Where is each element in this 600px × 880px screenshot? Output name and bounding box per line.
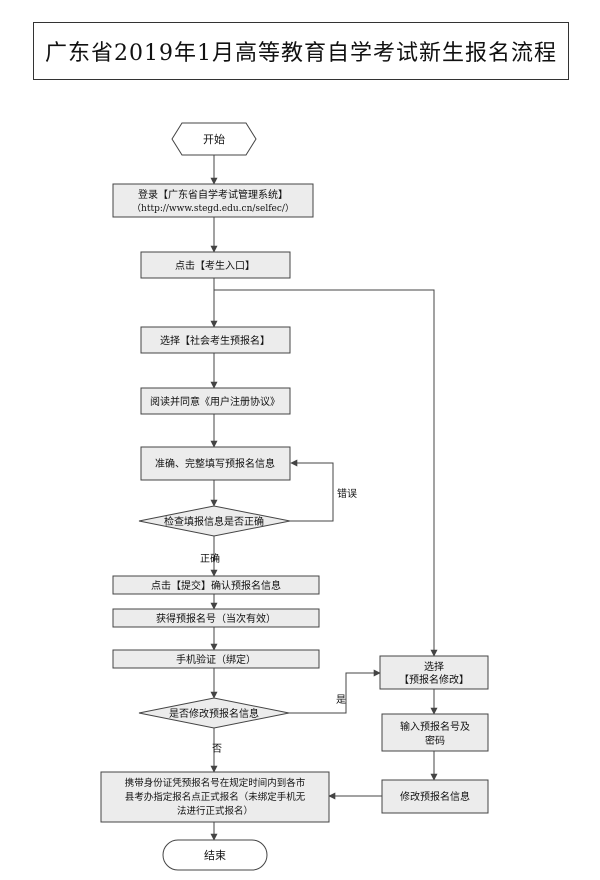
node-formal-registration: 携带身份证凭预报名号在规定时间内到各市 县考办指定报名点正式报名（未绑定手机无 … — [100, 771, 330, 823]
node-start-text: 开始 — [203, 132, 225, 146]
node-get-number-text: 获得预报名号（当次有效） — [156, 612, 276, 625]
node-login: 登录【广东省自学考试管理系统】 （http://www.stegd.edu.cn… — [112, 183, 314, 218]
node-submit-text: 点击【提交】确认预报名信息 — [151, 579, 281, 592]
node-start: 开始 — [171, 122, 257, 156]
edge-decision-yes — [289, 669, 381, 714]
node-click-entry-text: 点击【考生入口】 — [175, 259, 255, 272]
node-read-agree-text: 阅读并同意《用户注册协议》 — [150, 395, 280, 408]
node-read-agree: 阅读并同意《用户注册协议》 — [140, 387, 291, 415]
node-select-social: 选择【社会考生预报名】 — [140, 326, 291, 354]
page-title: 广东省2019年1月高等教育自学考试新生报名流程 — [33, 22, 569, 80]
node-input-password: 输入预报名号及 密码 — [381, 713, 489, 752]
node-login-text-1: 登录【广东省自学考试管理系统】 — [138, 188, 288, 201]
node-input-password-text-2: 密码 — [425, 734, 445, 747]
node-modify-decision-text: 是否修改预报名信息 — [169, 707, 259, 720]
node-check-info: 检查填报信息是否正确 — [138, 505, 291, 537]
node-select-modify-text-1: 选择 — [424, 660, 444, 673]
node-modify-decision: 是否修改预报名信息 — [138, 697, 290, 729]
node-fill-info: 准确、完整填写预报名信息 — [140, 446, 291, 481]
edge-label-yes: 是 — [336, 694, 346, 706]
node-formal-text-2: 县考办指定报名点正式报名（未绑定手机无 — [125, 791, 306, 803]
node-formal-text-3: 法进行正式报名） — [177, 805, 253, 817]
node-select-social-text: 选择【社会考生预报名】 — [160, 334, 270, 347]
node-end-text: 结束 — [204, 849, 226, 862]
node-get-number: 获得预报名号（当次有效） — [112, 608, 320, 628]
node-fill-info-text: 准确、完整填写预报名信息 — [155, 457, 275, 470]
node-phone-verify-text: 手机验证（绑定） — [176, 653, 256, 666]
node-end: 结束 — [162, 839, 268, 871]
edge-label-no: 否 — [212, 743, 222, 755]
node-phone-verify: 手机验证（绑定） — [112, 649, 320, 669]
connectors — [210, 154, 438, 841]
node-input-password-text-1: 输入预报名号及 — [400, 720, 470, 733]
edge-check-error-loop — [290, 459, 334, 522]
node-submit: 点击【提交】确认预报名信息 — [112, 575, 320, 595]
node-login-text-2: （http://www.stegd.edu.cn/selfec/） — [132, 203, 294, 214]
node-modify-info-text: 修改预报名信息 — [400, 790, 470, 803]
edge-label-correct: 正确 — [200, 552, 220, 565]
node-select-modify: 选择 【预报名修改】 — [379, 655, 489, 690]
node-modify-info: 修改预报名信息 — [381, 779, 489, 814]
node-formal-text-1: 携带身份证凭预报名号在规定时间内到各市 — [125, 777, 306, 789]
node-click-entry: 点击【考生入口】 — [140, 251, 291, 279]
node-check-info-text: 检查填报信息是否正确 — [164, 515, 264, 528]
edge-entry-modify-branch — [214, 289, 438, 657]
edge-label-error: 错误 — [337, 487, 357, 500]
node-select-modify-text-2: 【预报名修改】 — [399, 673, 469, 686]
